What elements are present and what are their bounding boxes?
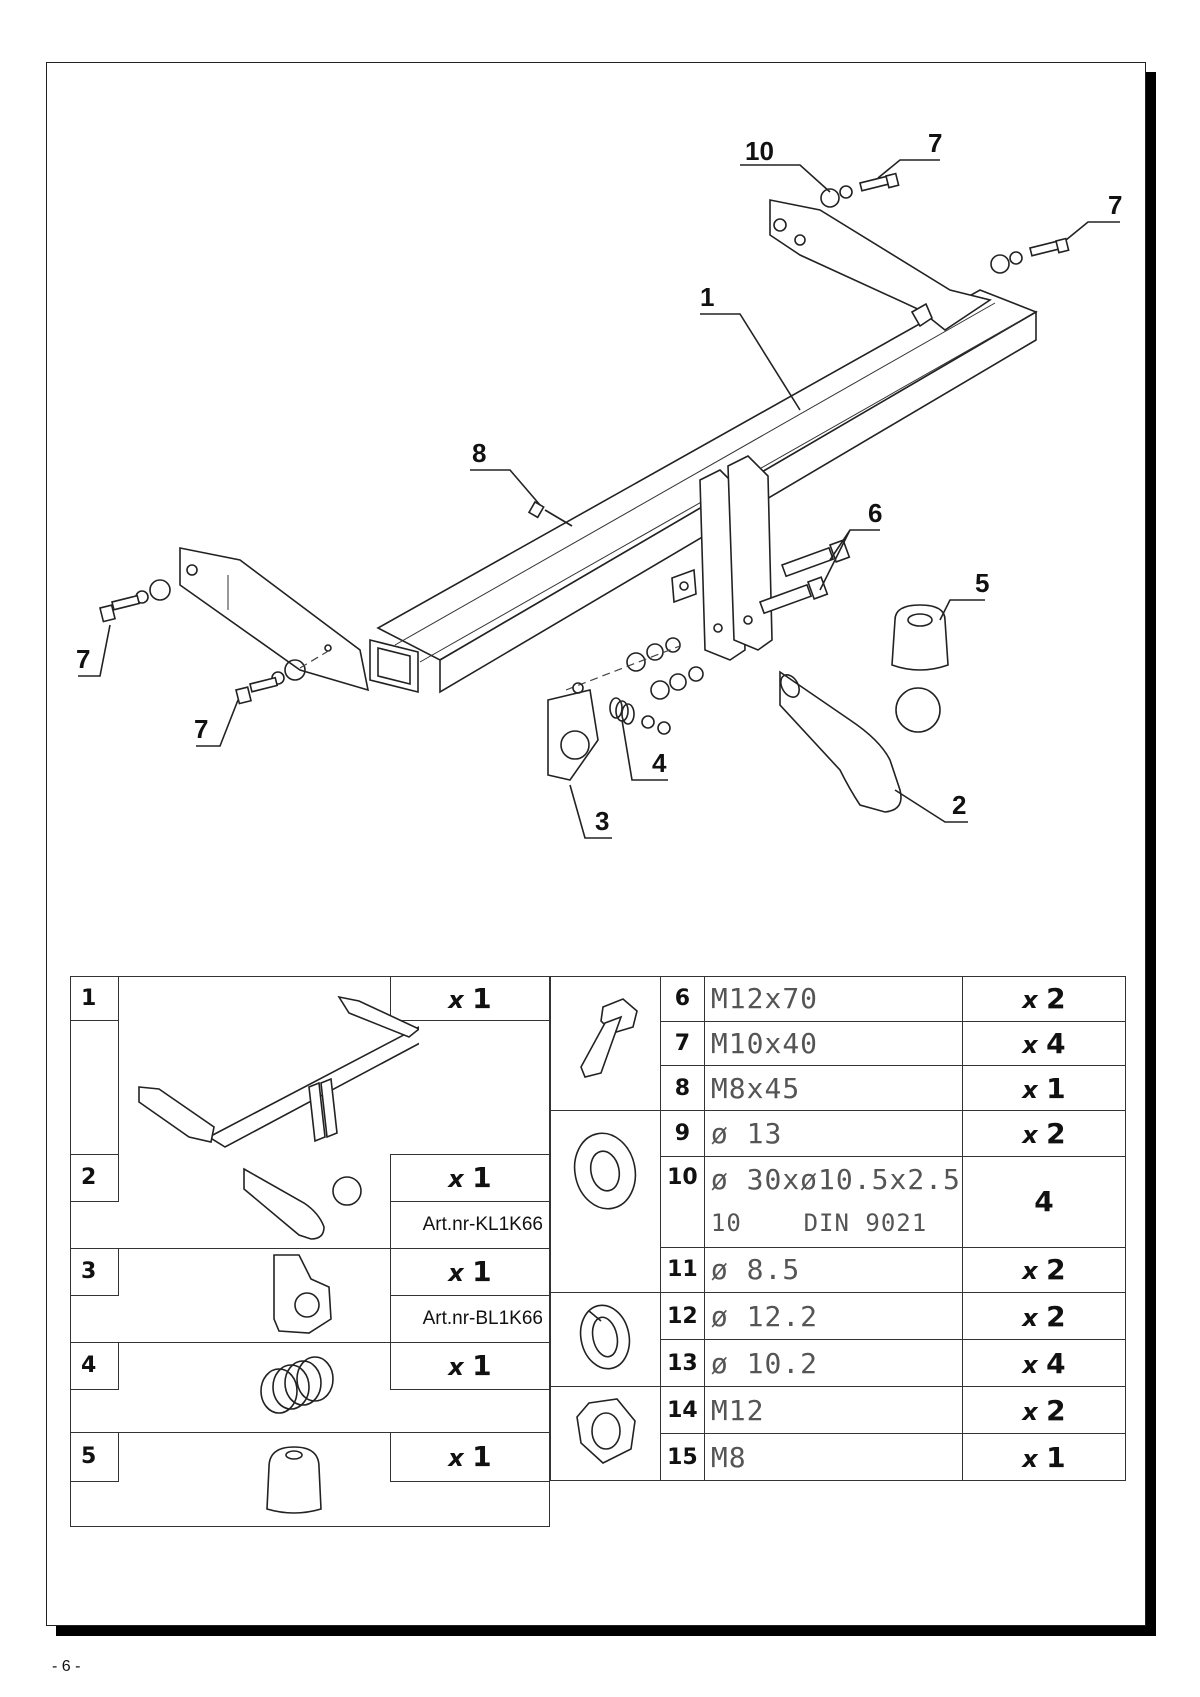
bolt-m8: [527, 500, 573, 527]
callout-5: 5: [975, 568, 989, 598]
parts-table-left: 1 x 1 2 x 1 Art.nr-KL1K66 3: [70, 976, 551, 1527]
callout-8: 8: [472, 438, 486, 468]
nut-image-cell: [550, 1386, 661, 1481]
part-spec: M12: [703, 1386, 963, 1434]
part-number: 6: [659, 976, 705, 1022]
bolt-m10-top-2: [990, 237, 1070, 274]
part-spec: M10x40: [703, 1020, 963, 1067]
callout-6: 6: [868, 498, 882, 528]
leader-lines: [78, 159, 1120, 839]
callout-1: 1: [700, 282, 714, 312]
part-number: 11: [659, 1246, 705, 1293]
part-number: 14: [659, 1386, 705, 1434]
washer-image-cell: [550, 1110, 661, 1293]
crossbar-thumbnail-icon: [137, 995, 419, 1148]
part-spec: ø 10.2: [703, 1339, 963, 1387]
spring-washer-icon: [579, 1304, 631, 1370]
part-1-image-cell: [118, 976, 419, 1155]
cap-thumbnail-icon: [265, 1445, 322, 1514]
part-5-image-cell: [118, 1432, 391, 1527]
bracket-thumbnail-icon: [272, 1253, 332, 1334]
ball-neck-thumbnail-icon: [242, 1167, 362, 1240]
part-qty: x 1: [389, 1154, 551, 1202]
page-number: - 6 -: [52, 1658, 81, 1675]
part-number: 10: [659, 1155, 705, 1248]
part-number: 7: [659, 1020, 705, 1067]
part-spec: M12x70: [703, 976, 963, 1022]
hex-nut-icon: [576, 1398, 636, 1464]
part-4-image-cell: [118, 1342, 391, 1433]
socket-bracket: [547, 682, 599, 781]
part-qty: x 2: [961, 1246, 1127, 1293]
ball-neck: [779, 670, 941, 813]
part-spec: ø 8.5: [703, 1246, 963, 1293]
bolt-icon: [580, 998, 638, 1078]
part-number: 15: [659, 1433, 705, 1481]
bolt-m10-left-1: [99, 579, 171, 623]
article-number: Art.nr-KL1K66: [389, 1200, 551, 1249]
part-qty: x 4: [961, 1020, 1127, 1067]
ball-cap: [891, 604, 949, 671]
part-number: 4: [70, 1341, 119, 1390]
washer-icon: [573, 1132, 637, 1210]
part-number: 5: [70, 1431, 119, 1482]
part-qty: x 1: [389, 1341, 551, 1390]
bolt-image-cell: [550, 976, 661, 1111]
part-spec: ø 13: [703, 1110, 963, 1157]
callout-7-top-1: 7: [928, 128, 942, 158]
spring: [609, 697, 671, 735]
callout-7-left-1: 7: [76, 644, 90, 674]
parts-table-right: 6 M12x70 x 2 7 M10x40 x 4 8 M8x45 x 1 9 …: [550, 976, 1127, 1481]
assembly-diagram: 10 7 7 1 8 6 5 7 7 4 2 3: [76, 128, 1122, 839]
part-qty: x 1: [961, 1433, 1127, 1481]
part-qty: x 1: [389, 1247, 551, 1296]
callout-10: 10: [745, 136, 774, 166]
spring-washer-image-cell: [550, 1292, 661, 1387]
callout-4: 4: [652, 748, 667, 778]
part-qty: x 1: [389, 1431, 551, 1482]
callout-2: 2: [952, 790, 966, 820]
washers-nuts-cluster: [565, 637, 704, 700]
part-number: 3: [70, 1247, 119, 1296]
callout-3: 3: [595, 806, 609, 836]
part-qty: x 1: [961, 1065, 1127, 1111]
part-number: 9: [659, 1110, 705, 1157]
part-qty: x 1: [389, 976, 551, 1021]
bolt-m10-left-2: [235, 649, 331, 705]
callout-7-top-2: 7: [1108, 190, 1122, 220]
part-qty: 4: [961, 1155, 1127, 1248]
part-number: 2: [70, 1154, 119, 1202]
part-3-image-cell: [118, 1248, 391, 1343]
article-number: Art.nr-BL1K66: [389, 1294, 551, 1343]
part-number: 8: [659, 1065, 705, 1111]
callout-7-left-2: 7: [194, 714, 208, 744]
part-spec: M8: [703, 1433, 963, 1481]
tow-bar-crossbar: [179, 199, 1038, 694]
bolt-m10-top-1: [820, 172, 900, 208]
part-number: 1: [70, 976, 119, 1021]
part-qty: x 4: [961, 1339, 1127, 1387]
part-2-image-cell: [118, 1154, 391, 1249]
part-qty: x 2: [961, 1386, 1127, 1434]
spring-thumbnail-icon: [259, 1355, 334, 1414]
part-spec: M8x45: [703, 1065, 963, 1111]
part-qty: x 2: [961, 976, 1127, 1022]
part-number: 12: [659, 1292, 705, 1340]
part-qty: x 2: [961, 1292, 1127, 1340]
part-number: 13: [659, 1339, 705, 1387]
part-spec: ø 12.2: [703, 1292, 963, 1340]
part-qty: x 2: [961, 1110, 1127, 1157]
